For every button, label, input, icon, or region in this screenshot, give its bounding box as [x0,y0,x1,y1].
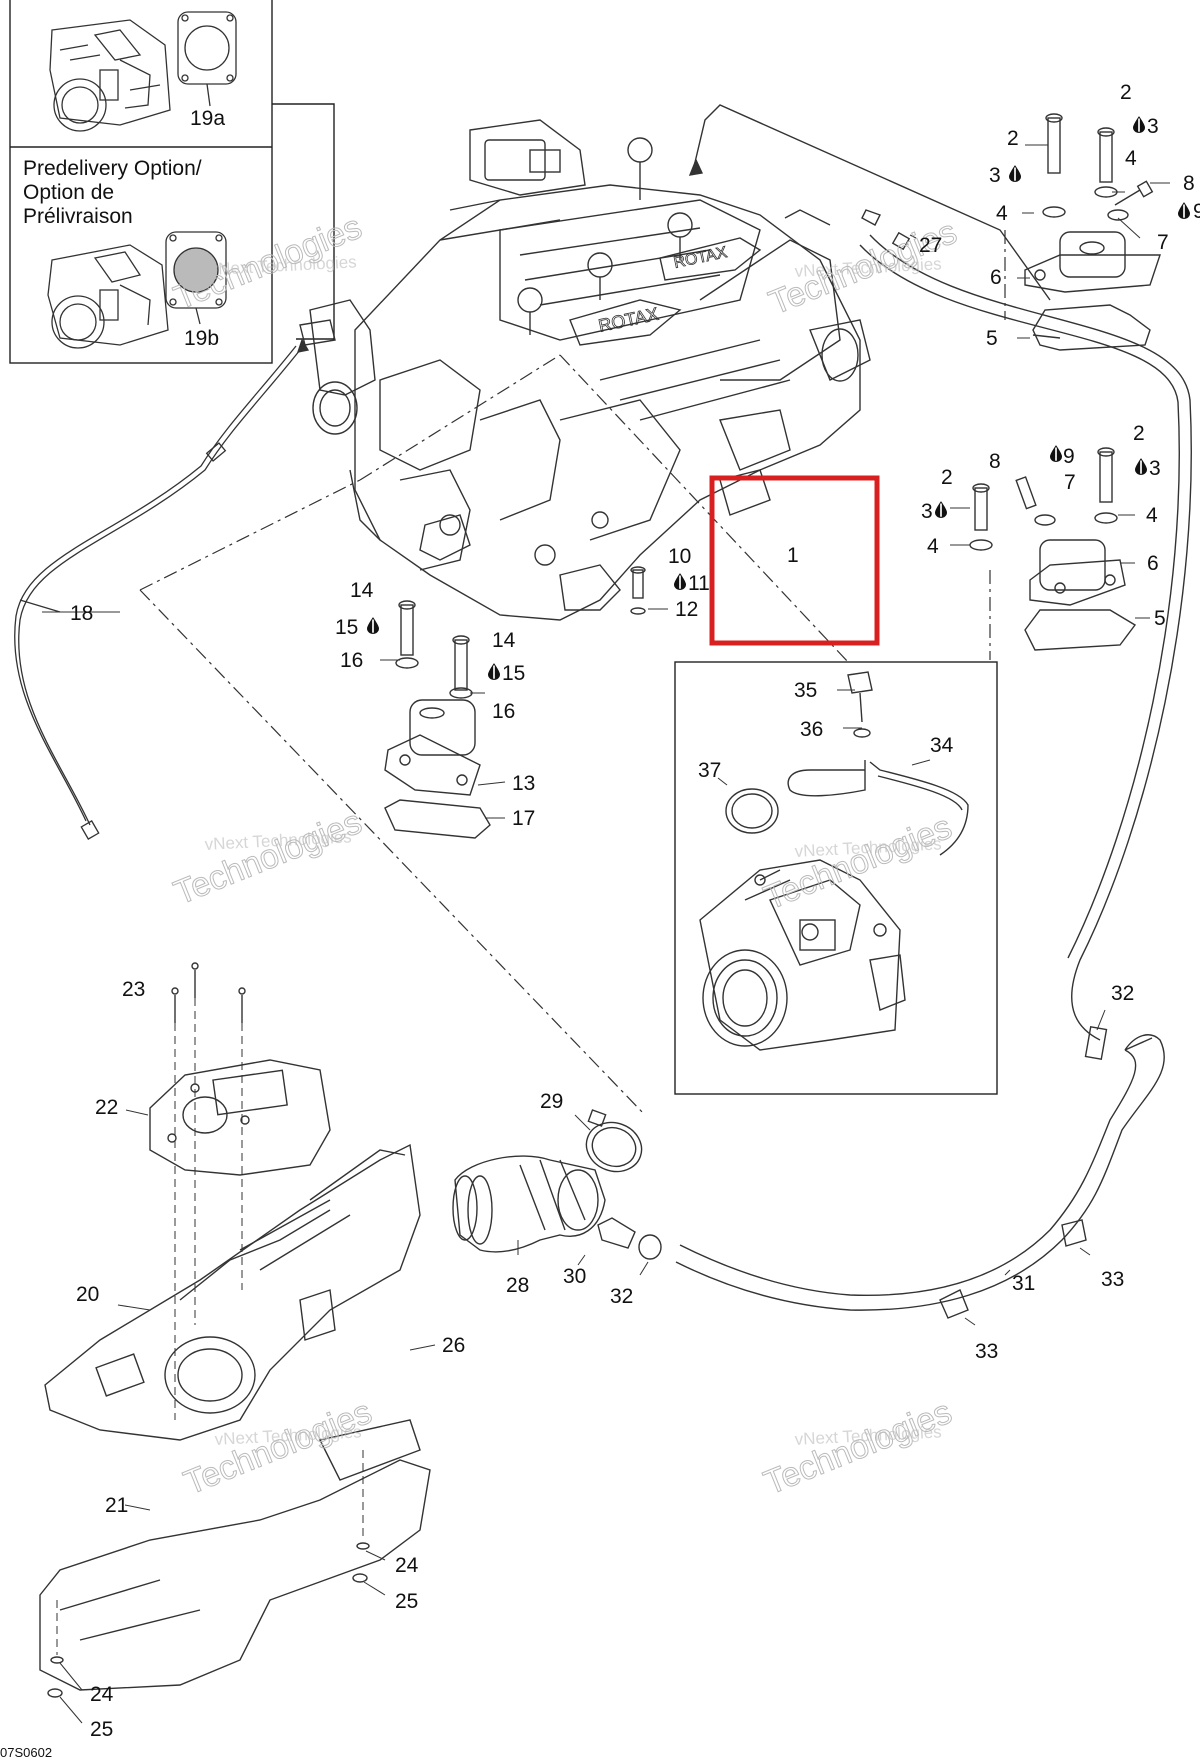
highlight-box [709,475,880,646]
callout-2: 2 [1120,81,1132,104]
callout-8: 8 [989,450,1001,473]
engine-mount-lower-right [969,447,1137,651]
callout-2: 2 [1007,127,1019,150]
callout-3: 3 [921,500,933,523]
callout-4: 4 [996,202,1008,225]
callout-26: 26 [442,1334,465,1357]
title-line-2: Option de [23,181,115,204]
callout-33: 33 [1101,1268,1124,1291]
drop-icon [1135,458,1147,475]
callout-30: 30 [563,1265,586,1288]
throttle-body-detail-sketch [699,671,969,1051]
callout-11: 11 [688,572,710,595]
callout-13: 13 [512,772,535,795]
callout-9: 9 [1063,445,1075,468]
callout-5: 5 [986,327,998,350]
callout-6: 6 [990,266,1002,289]
drop-icon [1009,165,1021,182]
drop-icon [674,573,686,590]
callout-17: 17 [512,807,535,830]
bolt-10-washer-12 [630,566,646,615]
callout-34: 34 [930,734,954,757]
drop-icon [1178,202,1190,219]
callout-27: 27 [919,234,942,257]
drop-icon [1050,445,1062,462]
watermark-large-6: Technologies [759,1393,957,1503]
callout-22: 22 [95,1096,118,1119]
callout-7: 7 [1157,231,1169,254]
callout-4: 4 [927,535,939,558]
coolant-hose-loop [688,104,1192,1041]
leader-lines-dashdot [139,230,1006,1116]
callout-37: 37 [698,759,721,782]
callout-36: 36 [800,718,823,741]
callout-4: 4 [1125,147,1137,170]
engine-mount-left [384,600,491,839]
callout-14: 14 [492,629,516,652]
title-line-3: Prélivraison [23,205,133,228]
callout-8: 8 [1183,172,1195,195]
callout-33: 33 [975,1340,998,1363]
callout-10: 10 [668,545,691,568]
callout-3: 3 [1147,115,1159,138]
callout-32: 32 [610,1285,633,1308]
callout-23: 23 [122,978,145,1001]
callout-3: 3 [989,164,1001,187]
callout-24: 24 [90,1683,114,1706]
alignment-lines [56,998,364,1655]
callout-35: 35 [794,679,817,702]
drop-icon [935,501,947,518]
callout-19b: 19b [184,327,219,350]
intake-elbow-and-hose [452,1026,1165,1319]
watermark-large-4: Technologies [759,808,957,918]
predelivery-option-title: Predelivery Option/ Option de Prélivrais… [23,157,202,229]
drawing-code: 07S0602 [0,1745,53,1760]
callout-6: 6 [1147,552,1159,575]
callout-14: 14 [350,579,374,602]
callout-5: 5 [1154,607,1166,630]
callout-20: 20 [76,1283,99,1306]
throttle-body-19a-sketch [49,11,237,132]
callout-labels: 1 2 2 2 2 3 3 3 3 4 4 4 4 5 5 6 6 7 7 8 … [70,81,1200,1741]
drop-icon [1133,116,1145,133]
callout-24: 24 [395,1554,419,1577]
callout-1: 1 [787,544,799,567]
callout-leaders [42,144,1170,1724]
callout-15: 15 [502,662,525,685]
option-box [9,0,335,364]
clip-27 [861,209,911,251]
callout-25: 25 [90,1718,113,1741]
drop-icon [367,617,379,634]
callout-3: 3 [1149,457,1161,480]
watermark-group: vNext Technologies Technologies vNext Te… [168,207,962,1503]
callout-9: 9 [1193,200,1200,223]
callout-7: 7 [1064,471,1076,494]
svg-text:ROTAX: ROTAX [597,304,661,336]
air-intake-silencer [39,962,431,1698]
title-line-1: Predelivery Option/ [23,157,202,180]
callout-31: 31 [1012,1272,1035,1295]
callout-32: 32 [1111,982,1134,1005]
callout-25: 25 [395,1590,418,1613]
callout-21: 21 [105,1494,128,1517]
throttle-body-19b-sketch [47,231,227,349]
callout-15: 15 [335,616,358,639]
callout-18: 18 [70,602,93,625]
callout-4: 4 [1146,504,1158,527]
callout-2: 2 [1133,422,1145,445]
watermark-large-3: Technologies [169,803,367,913]
callout-19a: 19a [190,107,225,130]
callout-12: 12 [675,598,698,621]
engine-block: ROTAX ROTAX [299,119,871,621]
engine-mount-upper-right [1024,113,1161,351]
cable-18 [14,338,310,840]
callout-16: 16 [492,700,515,723]
callout-28: 28 [506,1274,529,1297]
callout-2: 2 [941,466,953,489]
drop-icon [488,663,500,680]
callout-29: 29 [540,1090,563,1113]
throttle-body-detail-box [674,661,998,1095]
callout-16: 16 [340,649,363,672]
